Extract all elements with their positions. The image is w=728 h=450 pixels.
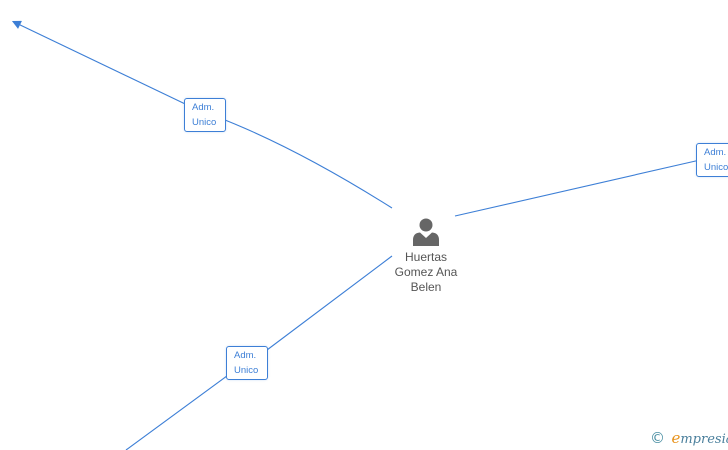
person-name: Huertas Gomez Ana Belen (376, 250, 476, 295)
edge-label-line2: Unico (192, 117, 217, 128)
edge-label-right[interactable]: Adm. Unico (696, 143, 728, 177)
brand-rest: mpresia (680, 432, 728, 447)
person-name-line: Gomez Ana (394, 265, 458, 279)
edge-label-line1: Adm. (234, 350, 257, 361)
edge-label-line2: Unico (704, 162, 728, 173)
edge-label-top-left[interactable]: Adm. Unico (184, 98, 226, 132)
person-name-line: Huertas (404, 250, 448, 264)
copyright-icon: © (650, 429, 665, 447)
brand-initial: e (671, 429, 681, 447)
brand-watermark: © empresia (650, 428, 728, 448)
person-icon (413, 218, 439, 246)
edge-line-right (454, 159, 701, 217)
edge-label-line1: Adm. (192, 102, 215, 113)
edge-label-line1: Adm. (704, 147, 727, 158)
brand-logo-text: empresia (671, 428, 728, 450)
person-node[interactable]: Huertas Gomez Ana Belen (376, 216, 476, 295)
edge-label-line2: Unico (234, 365, 259, 376)
edge-label-bottom-left[interactable]: Adm. Unico (226, 346, 268, 380)
person-name-line: Belen (410, 280, 442, 294)
